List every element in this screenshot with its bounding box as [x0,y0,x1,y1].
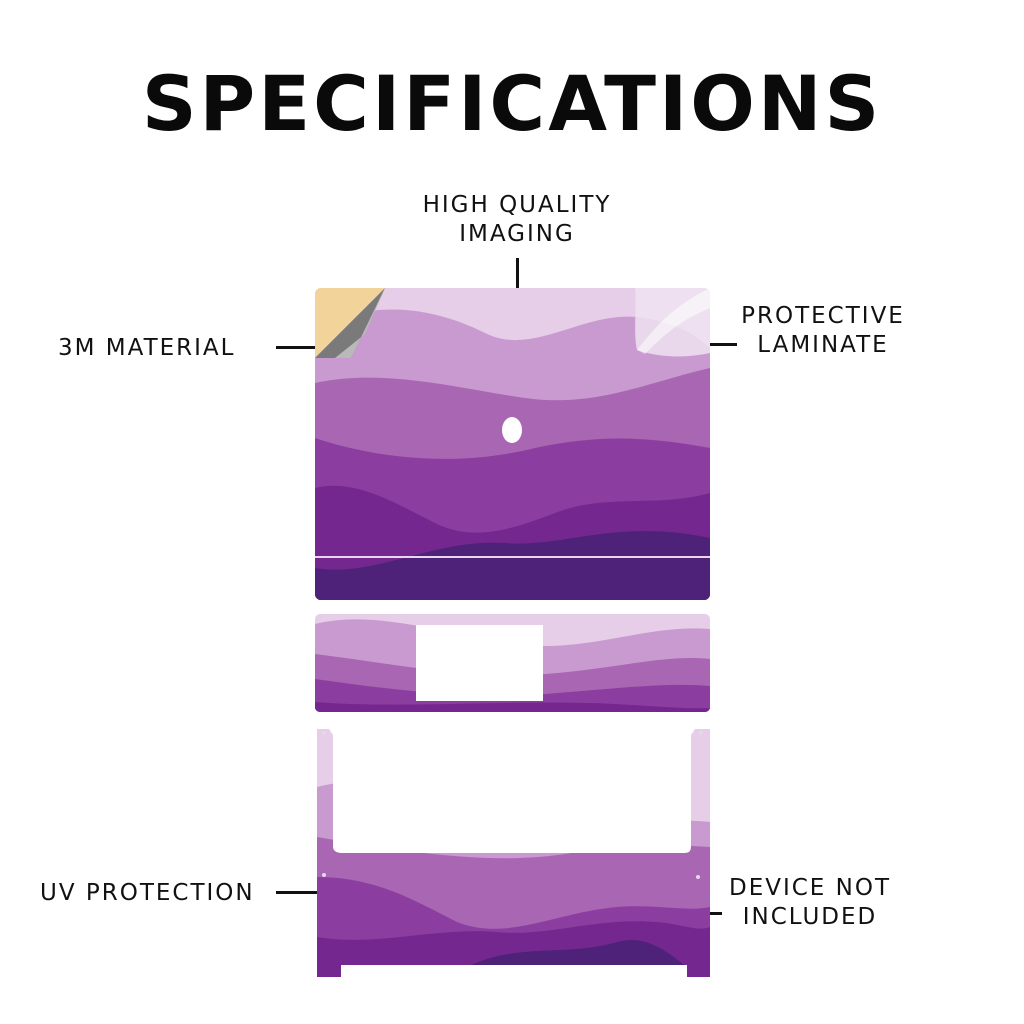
callout-imaging-line1: HIGH QUALITY [422,192,612,218]
callout-high-quality-imaging: HIGH QUALITY IMAGING [402,191,632,249]
palmrest-skin [315,614,710,712]
callout-laminate-line2: LAMINATE [757,332,889,358]
palmrest-waves [315,614,710,712]
callout-device-not-included: DEVICE NOT INCLUDED [716,874,904,932]
lid-skin [315,288,710,600]
callout-uv-protection: UV PROTECTION [40,879,255,908]
callout-device-line1: DEVICE NOT [728,875,892,901]
callout-laminate-line1: PROTECTIVE [741,303,905,329]
leader-line-material [276,346,350,349]
callout-material-line1: 3M MATERIAL [58,335,236,361]
trackpad-cutout [416,625,543,701]
callout-imaging-line2: IMAGING [459,221,575,247]
page-title: SPECIFICATIONS [141,59,883,148]
lid-waves [315,288,710,600]
callout-protective-laminate: PROTECTIVE LAMINATE [726,302,920,360]
callout-uv-line1: UV PROTECTION [40,880,255,906]
callout-3m-material: 3M MATERIAL [58,334,235,363]
base-waves [317,729,710,977]
base-skin [317,727,710,982]
callout-device-line2: INCLUDED [742,904,878,930]
